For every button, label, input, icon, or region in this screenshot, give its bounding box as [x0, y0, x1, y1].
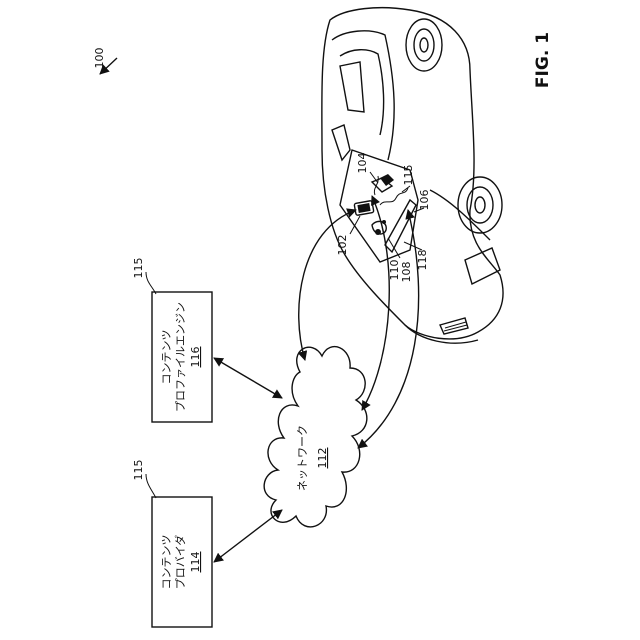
figure-label: FIG. 1 [533, 32, 553, 88]
ref-system-100: 100 [93, 48, 106, 69]
network-cloud [264, 347, 367, 527]
provider-line2: プロバイダ [173, 535, 187, 590]
connection-arrows [214, 196, 419, 562]
ref-115-car: 115 [402, 165, 415, 186]
ref-102: 102 [336, 235, 349, 256]
engine-line2: プロファイルエンジン [174, 302, 187, 412]
ref-106: 106 [418, 190, 431, 211]
ref-108: 108 [400, 262, 413, 283]
network-number: 112 [316, 448, 329, 469]
network-label: ネットワーク [296, 425, 309, 491]
provider-number: 114 [189, 552, 202, 573]
ref-115-provider: 115 [132, 460, 145, 481]
ref-115-engine: 115 [132, 258, 145, 279]
provider-line1: コンテンツ [160, 535, 173, 590]
engine-number: 116 [189, 347, 202, 368]
engine-line1: コンテンツ [160, 330, 173, 385]
ref-104: 104 [356, 153, 369, 174]
